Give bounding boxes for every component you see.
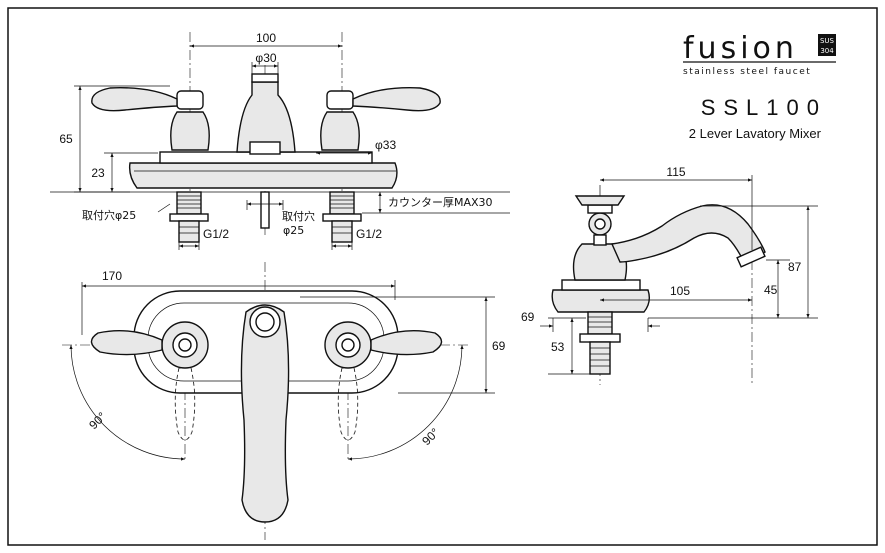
sus-badge (818, 34, 836, 56)
side-overall-height: 87 (788, 260, 802, 274)
front-valve-cap-right (326, 90, 354, 110)
side-outlet-offset: 105 (670, 284, 690, 298)
front-mount-hole-center-line2: φ25 (283, 224, 304, 237)
side-shank-length: 53 (551, 340, 565, 354)
top-overall-width: 170 (102, 269, 122, 283)
front-thread-right: G1/2 (356, 227, 382, 241)
front-counter-thickness: カウンター厚MAX30 (388, 196, 493, 209)
front-mount-hole-center-line1: 取付穴 (282, 209, 315, 223)
sus-badge-line2: 304 (820, 47, 834, 55)
side-lever-end (574, 195, 626, 206)
model-number: SSL100 (701, 95, 827, 120)
brand-tagline: stainless steel faucet (683, 67, 811, 77)
top-rotation-arc-right (347, 344, 464, 461)
sus-badge-line1: SUS (820, 37, 835, 45)
sheet-border (7, 7, 878, 546)
title-block: fusion SUS 304 stainless steel faucet SS… (683, 31, 836, 141)
front-spout-shank (260, 191, 270, 229)
front-mount-hole-left: 取付穴φ25 (82, 208, 136, 222)
front-spout-diameter: φ30 (255, 51, 276, 65)
front-shank-left (169, 191, 209, 243)
front-thread-left: G1/2 (203, 227, 229, 241)
brand-name: fusion (683, 31, 798, 66)
front-base (128, 162, 398, 189)
product-description: 2 Lever Lavatory Mixer (689, 126, 822, 141)
side-spout-reach: 115 (666, 165, 685, 179)
front-height-base: 23 (91, 166, 105, 180)
side-outlet-height: 45 (764, 283, 778, 297)
side-valve-cap (587, 204, 613, 214)
front-lever-left (91, 87, 178, 112)
front-aerator (251, 73, 279, 83)
side-base (551, 289, 651, 313)
top-rotation-left: 90° (86, 409, 109, 432)
front-valve-left (170, 111, 210, 151)
top-view: 90° 90° 170 69 (62, 262, 506, 540)
top-spout (240, 304, 290, 523)
side-view: 115 105 87 45 69 53 (521, 165, 818, 385)
front-shank-right (322, 191, 362, 243)
side-aerator (736, 246, 766, 268)
side-base-plate (561, 279, 641, 291)
top-rotation-right: 90° (419, 425, 442, 448)
front-height-total: 65 (59, 132, 73, 146)
side-base-depth: 69 (521, 310, 535, 324)
top-depth: 69 (492, 339, 506, 353)
top-rotation-arc-left (69, 344, 186, 461)
front-center-distance: 100 (256, 31, 276, 45)
front-valve-cap-left (176, 90, 204, 110)
front-spout-collar (249, 141, 281, 155)
front-lever-right (352, 87, 441, 112)
front-valve-right (320, 111, 360, 151)
front-handle-diameter: φ33 (375, 138, 396, 152)
side-shank (579, 311, 621, 375)
front-view: 100 φ30 65 23 φ33 取付穴φ25 取付穴 φ25 G1/2 G1… (50, 30, 510, 250)
side-spout (610, 204, 766, 263)
